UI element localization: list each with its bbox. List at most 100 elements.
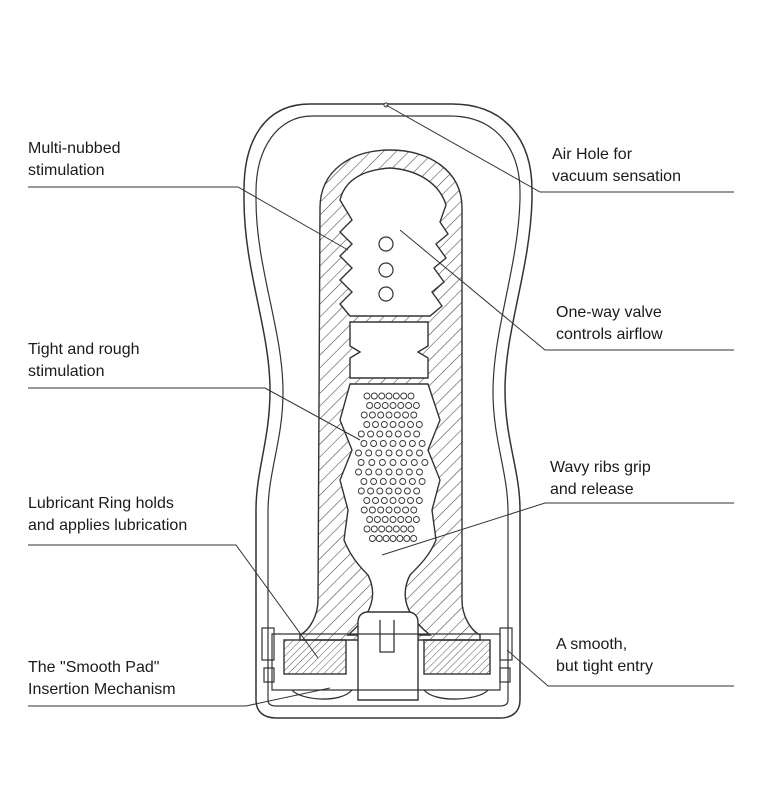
nub bbox=[360, 411, 368, 419]
leader-valve bbox=[399, 229, 734, 351]
label-lube-ring: Lubricant Ring holds and applies lubrica… bbox=[28, 495, 188, 534]
nub bbox=[389, 535, 397, 542]
nub bbox=[357, 487, 365, 495]
label-valve: One-way valve controls airflow bbox=[556, 304, 663, 343]
nub bbox=[405, 402, 413, 409]
nub bbox=[375, 468, 383, 476]
nub bbox=[408, 478, 416, 485]
leader-lines bbox=[28, 104, 734, 707]
leader-air-hole bbox=[385, 104, 734, 193]
label-multi-nubbed: Multi-nubbed stimulation bbox=[28, 140, 121, 179]
nub bbox=[413, 487, 421, 495]
nub bbox=[389, 421, 397, 428]
nub bbox=[400, 459, 408, 466]
nub bbox=[418, 478, 426, 485]
leader-smooth-entry bbox=[506, 649, 734, 687]
nub bbox=[415, 497, 423, 504]
leader-lube-ring bbox=[28, 544, 319, 659]
nub bbox=[385, 525, 393, 533]
nub bbox=[405, 468, 413, 476]
nub bbox=[392, 392, 400, 400]
nub bbox=[403, 487, 411, 495]
nub bbox=[375, 535, 383, 542]
nub bbox=[366, 516, 374, 523]
nub bbox=[376, 430, 384, 438]
nub bbox=[372, 421, 379, 428]
nub bbox=[395, 449, 403, 457]
nub bbox=[381, 402, 389, 409]
label-wavy-ribs: Wavy ribs grip and release bbox=[550, 459, 651, 498]
nub bbox=[412, 402, 420, 409]
nub bbox=[376, 487, 384, 495]
nub bbox=[415, 421, 423, 428]
nub bbox=[407, 421, 414, 428]
nub bbox=[397, 402, 405, 409]
nub bbox=[392, 525, 400, 533]
smooth-pad bbox=[291, 689, 489, 700]
nub bbox=[355, 449, 362, 457]
nub bbox=[363, 392, 371, 400]
nub bbox=[389, 478, 397, 485]
outer-casing bbox=[243, 103, 533, 719]
entry-slot bbox=[379, 620, 395, 653]
nub bbox=[402, 506, 410, 514]
nub bbox=[378, 392, 386, 400]
nub bbox=[397, 516, 405, 523]
valve-holes bbox=[378, 236, 394, 302]
lubricant-ring-right bbox=[423, 639, 491, 675]
nub bbox=[412, 516, 420, 523]
nub bbox=[375, 449, 383, 457]
nub bbox=[363, 421, 371, 428]
nub bbox=[378, 525, 386, 533]
nub bbox=[370, 392, 378, 400]
nub bbox=[385, 411, 393, 419]
nub bbox=[379, 478, 387, 485]
nub bbox=[360, 440, 368, 447]
nub bbox=[400, 392, 408, 400]
label-air-hole: Air Hole for vacuum sensation bbox=[552, 146, 681, 185]
nub bbox=[410, 459, 418, 466]
nub bbox=[360, 478, 368, 485]
nub bbox=[378, 459, 386, 466]
nub bbox=[398, 421, 406, 428]
nub bbox=[389, 516, 397, 523]
nub bbox=[408, 440, 416, 447]
nub bbox=[421, 459, 429, 466]
nub bbox=[370, 440, 378, 447]
nub bbox=[400, 525, 408, 533]
nub bbox=[380, 421, 388, 428]
nub bbox=[385, 430, 393, 438]
nub bbox=[380, 497, 388, 504]
nub bbox=[389, 402, 397, 409]
nub bbox=[410, 535, 418, 542]
nub bbox=[368, 506, 376, 514]
nub bbox=[370, 478, 378, 485]
nub bbox=[394, 487, 402, 495]
nub bbox=[357, 430, 365, 438]
label-smooth-pad: The "Smooth Pad" Insertion Mechanism bbox=[28, 659, 176, 698]
nub bbox=[379, 440, 387, 447]
nub bbox=[373, 516, 381, 523]
base-plate bbox=[271, 633, 501, 691]
nub bbox=[403, 430, 411, 438]
leader-wavy-ribs bbox=[381, 502, 734, 556]
nub bbox=[377, 506, 385, 514]
nub bbox=[389, 459, 397, 466]
nub bbox=[385, 468, 393, 476]
nub bbox=[381, 516, 389, 523]
nub bbox=[413, 430, 421, 438]
nub bbox=[399, 478, 407, 485]
nub-texture bbox=[355, 392, 429, 542]
nub bbox=[405, 449, 413, 457]
sleeve-hatched bbox=[299, 149, 481, 641]
nub bbox=[398, 497, 406, 504]
nub bbox=[407, 497, 414, 504]
base-clips bbox=[261, 627, 513, 683]
leader-tight-rough bbox=[28, 387, 361, 441]
nub bbox=[365, 449, 373, 457]
nub bbox=[385, 449, 393, 457]
nub bbox=[407, 392, 415, 400]
nub bbox=[394, 430, 402, 438]
nub bbox=[366, 402, 374, 409]
